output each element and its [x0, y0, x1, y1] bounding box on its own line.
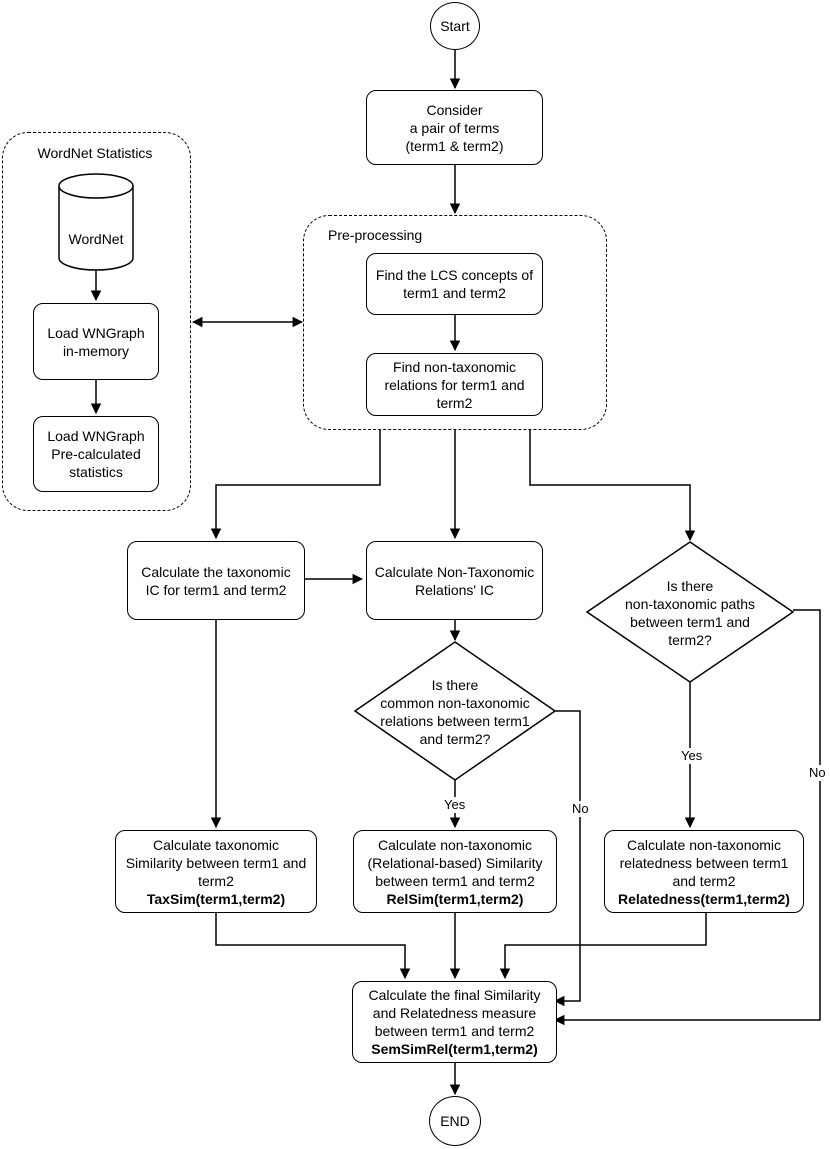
load-graph-line-2: in-memory — [62, 342, 130, 359]
find-nontax-line-1: Find non-taxonomic — [393, 358, 516, 375]
load-stats-line-3: statistics — [69, 464, 123, 480]
wordnet-label: WordNet — [68, 231, 124, 247]
find-nontax-line-2: relations for term1 and — [384, 376, 525, 393]
calc-tax-ic-line-2: IC for term1 and term2 — [145, 581, 287, 598]
edge-relatedness-final — [499, 913, 707, 980]
decision-common-line-1: Is there — [431, 677, 479, 693]
final-line-1: Calculate the final Similarity — [368, 987, 541, 1003]
final-line-2: and Relatedness measure — [372, 1005, 537, 1021]
decision-paths-text: Is there non-taxonomic paths between ter… — [600, 573, 780, 653]
consider-node: Consider a pair of terms (term1 & term2) — [366, 90, 543, 165]
relsim-node: Calculate non-taxonomic (Relational-base… — [353, 830, 557, 913]
relatedness-line-2: relatedness between term1 — [619, 854, 789, 871]
decision-paths-line-1: Is there — [666, 578, 714, 594]
load-stats-node: Load WNGraph Pre-calculated statistics — [33, 416, 159, 492]
calc-nontax-ic-line-2: Relations' IC — [415, 581, 494, 598]
find-nontax-line-3: term2 — [436, 394, 473, 411]
relatedness-line-1: Calculate non-taxonomic — [626, 836, 782, 853]
taxsim-line-1: Calculate taxonomic — [152, 836, 280, 853]
calc-nontax-ic-node: Calculate Non-Taxonomic Relations' IC — [366, 541, 543, 620]
final-measure-node: Calculate the final Similarity and Relat… — [352, 981, 557, 1063]
relsim-line-2: (Relational-based) Similarity — [367, 854, 543, 871]
relatedness-line-3: and term2 — [672, 872, 736, 889]
relsim-formula: RelSim(term1,term2) — [386, 890, 524, 907]
decision-common-line-4: and term2? — [419, 731, 491, 747]
label-yes-paths: Yes — [679, 748, 705, 764]
final-line-3: between term1 and term2 — [374, 1023, 535, 1039]
end-label: END — [440, 1113, 470, 1129]
edge-taxsim-final — [215, 913, 411, 980]
consider-line-3: (term1 & term2) — [405, 137, 504, 154]
load-graph-node: Load WNGraph in-memory — [33, 303, 159, 380]
decision-paths-line-3: between term1 and — [630, 614, 750, 630]
taxsim-line-3: term2 — [198, 872, 234, 889]
edge-decision-no-final — [553, 710, 581, 1007]
relatedness-node: Calculate non-taxonomic relatedness betw… — [604, 830, 804, 913]
decision-paths-diamond — [585, 541, 795, 683]
find-lcs-line-1: Find the LCS concepts of — [375, 267, 534, 283]
preprocessing-group — [303, 215, 607, 430]
start-node: Start — [430, 2, 480, 50]
edge-paths-no-final — [553, 609, 821, 1026]
decision-common-diamond — [353, 641, 557, 781]
calc-tax-ic-line-1: Calculate the taxonomic — [141, 563, 291, 580]
decision-paths-line-4: term2? — [668, 632, 712, 648]
taxsim-node: Calculate taxonomic Similarity between t… — [115, 830, 317, 913]
find-nontax-node: Find non-taxonomic relations for term1 a… — [366, 353, 543, 416]
wordnet-statistics-title: WordNet Statistics — [37, 145, 153, 161]
load-stats-line-2: Pre-calculated — [51, 446, 141, 462]
relsim-line-3: between term1 and term2 — [375, 872, 535, 889]
edge-pre-taxic — [210, 430, 381, 540]
load-stats-line-1: Load WNGraph — [47, 428, 145, 444]
end-node: END — [429, 1096, 481, 1146]
consider-line-1: Consider — [426, 101, 483, 118]
consider-line-2: a pair of terms — [409, 119, 500, 136]
load-graph-line-1: Load WNGraph — [47, 324, 145, 341]
edge-pre-paths — [529, 430, 696, 542]
taxsim-line-2: Similarity between term1 and — [125, 854, 307, 871]
calc-nontax-ic-line-1: Calculate Non-Taxonomic — [374, 563, 535, 580]
decision-common-line-3: relations between term1 — [380, 713, 530, 729]
taxsim-formula: TaxSim(term1,term2) — [146, 890, 286, 907]
find-lcs-line-2: term1 and term2 — [403, 285, 506, 301]
find-lcs-node: Find the LCS concepts of term1 and term2 — [366, 253, 543, 315]
final-formula: SemSimRel(term1,term2) — [371, 1041, 538, 1057]
label-yes-common: Yes — [442, 797, 468, 813]
decision-common-text: Is there common non-taxonomic relations … — [365, 672, 545, 752]
decision-common-line-2: common non-taxonomic — [380, 695, 530, 711]
wordnet-cylinder — [58, 173, 134, 271]
label-no-paths: No — [807, 765, 828, 781]
relatedness-formula: Relatedness(term1,term2) — [618, 890, 790, 907]
preprocessing-title: Pre-processing — [328, 227, 423, 243]
label-no-common: No — [570, 801, 591, 817]
relsim-line-1: Calculate non-taxonomic — [377, 836, 533, 853]
start-label: Start — [440, 18, 470, 34]
decision-paths-line-2: non-taxonomic paths — [625, 596, 755, 612]
calc-tax-ic-node: Calculate the taxonomic IC for term1 and… — [127, 541, 305, 620]
wordnet-statistics-group — [2, 132, 191, 511]
